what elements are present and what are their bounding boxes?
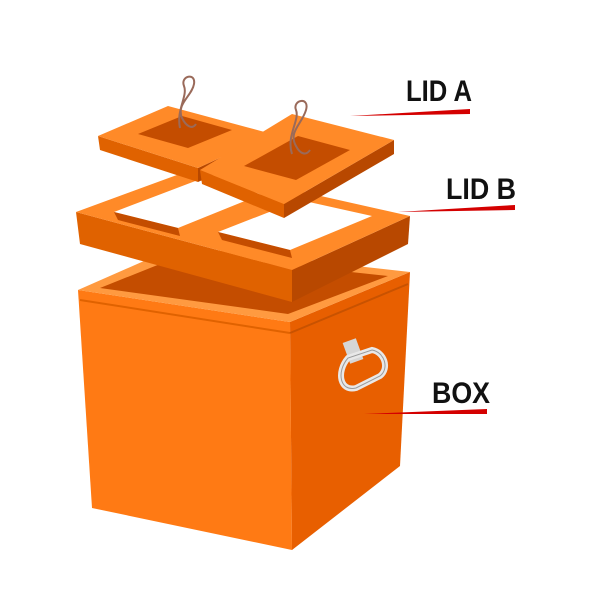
- leader-line-lid-b: [398, 205, 515, 212]
- box-side-face: [290, 272, 410, 550]
- lid-a-right-wire-hook: [289, 100, 311, 155]
- box: [78, 246, 410, 550]
- lid-b-opening-right: [218, 200, 372, 250]
- lid-b-opening-left-wall: [114, 212, 180, 236]
- lid-b: [76, 168, 410, 302]
- box-side-edge-line: [289, 283, 409, 334]
- lid-a-left-front-edge: [98, 136, 198, 182]
- handle-loop-outline: [340, 349, 386, 389]
- lid-a-right-slot: [244, 136, 350, 180]
- lid-b-top: [76, 168, 410, 270]
- leader-line-lid-a: [350, 109, 470, 116]
- lid-a-left-wire-hook: [178, 75, 197, 129]
- labels: LID A LID B BOX: [406, 75, 516, 410]
- lid-b-front-edge: [76, 212, 292, 302]
- label-lid-b: LID B: [446, 173, 516, 206]
- box-handle: [338, 338, 389, 392]
- lid-b-side-edge: [292, 216, 410, 302]
- box-front-edge-line: [79, 299, 291, 334]
- lid-a-right-front-edge: [200, 170, 284, 218]
- label-box: BOX: [432, 377, 490, 410]
- leader-lines: [350, 109, 515, 414]
- lid-a-right-side-edge: [284, 140, 394, 218]
- box-front-face: [78, 290, 292, 550]
- label-lid-a: LID A: [406, 75, 472, 108]
- lid-b-opening-right-wall: [218, 232, 292, 258]
- lid-a-left-slot: [138, 116, 232, 148]
- leader-line-box: [364, 409, 487, 414]
- lid-a-right-plate: [200, 114, 394, 218]
- lid-a: [98, 75, 394, 218]
